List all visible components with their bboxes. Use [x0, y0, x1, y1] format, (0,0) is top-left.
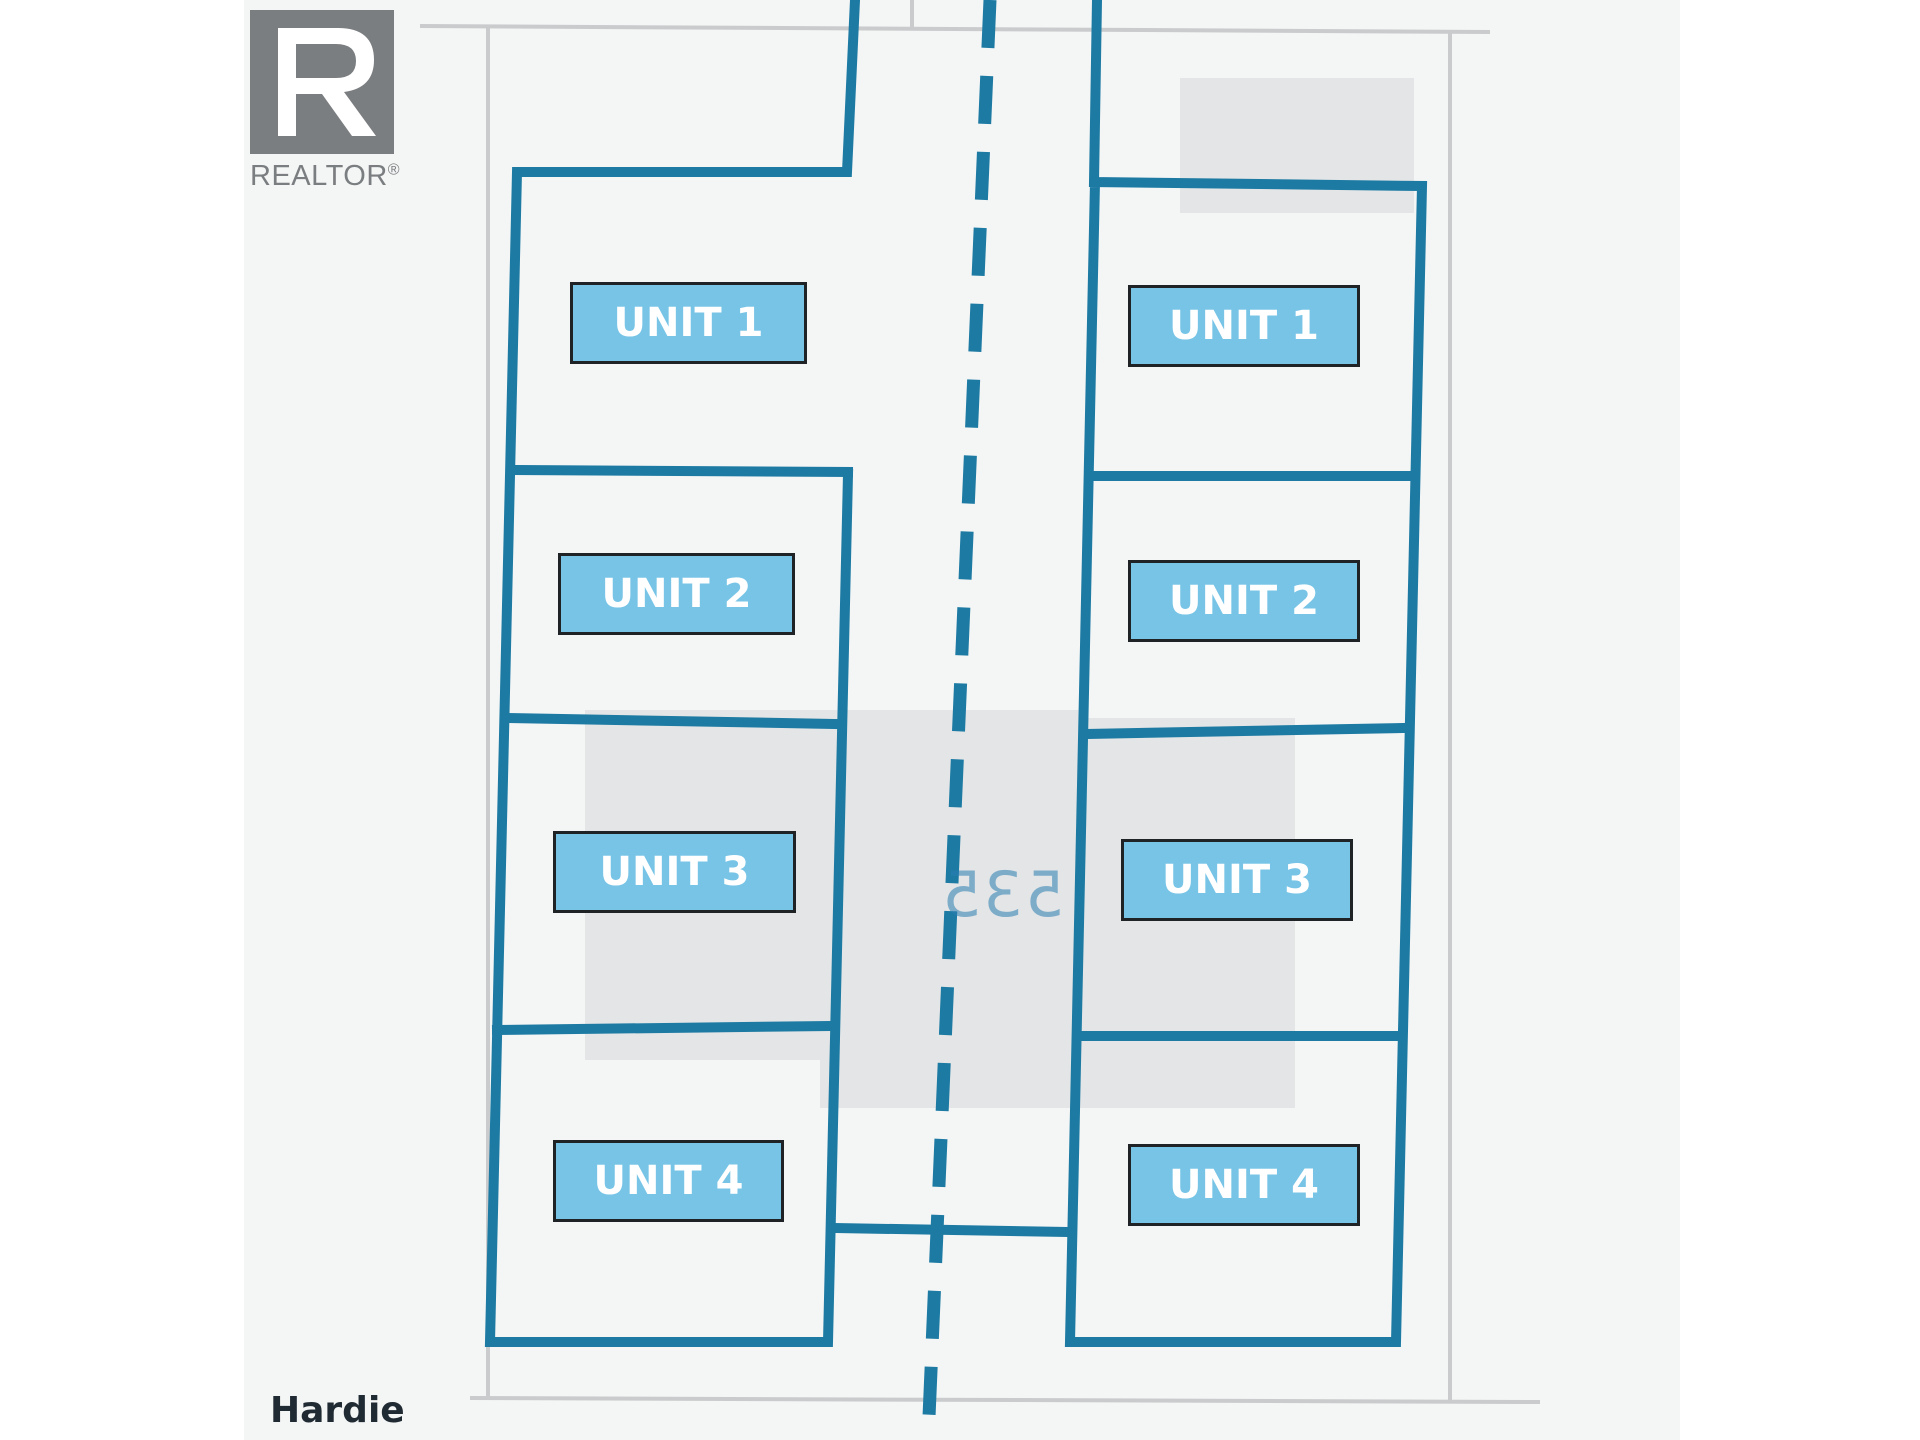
unit-label-right-3: UNIT 3 [1121, 839, 1353, 921]
house-number: 535 [940, 858, 1065, 931]
property-line-bottom [469, 1396, 1541, 1404]
lot-lines [484, 0, 1428, 1347]
realtor-wordmark-text: REALTOR [250, 160, 388, 192]
subdivision-line [921, 0, 997, 1440]
unit-label-right-4: UNIT 4 [1128, 1144, 1360, 1226]
realtor-wordmark: REALTOR® [250, 160, 400, 193]
lot-divider-left-3 [491, 1020, 832, 1036]
lot-divider-left-2 [499, 712, 842, 730]
property-lines [419, 0, 1541, 1404]
lot-divider-right-2 [1080, 722, 1410, 740]
unit-label-right-2: UNIT 2 [1128, 560, 1360, 642]
unit-label-left-1: UNIT 1 [570, 282, 807, 364]
lot-connector [828, 1222, 1076, 1238]
lot-outline-right [1064, 0, 1428, 1347]
unit-label-right-1: UNIT 1 [1128, 285, 1360, 367]
property-line-top [419, 24, 1491, 34]
unit-label-left-3: UNIT 3 [553, 831, 796, 913]
street-name: Hardie [270, 1390, 405, 1431]
realtor-logo: REALTOR® [250, 10, 410, 193]
realtor-r-icon [250, 10, 394, 154]
lot-divider-left-1 [511, 464, 854, 478]
lot-outline-left [484, 0, 861, 1347]
registered-mark: ® [387, 161, 401, 179]
unit-label-left-4: UNIT 4 [553, 1140, 784, 1222]
unit-label-left-2: UNIT 2 [558, 553, 795, 635]
garage-building [1180, 78, 1414, 213]
